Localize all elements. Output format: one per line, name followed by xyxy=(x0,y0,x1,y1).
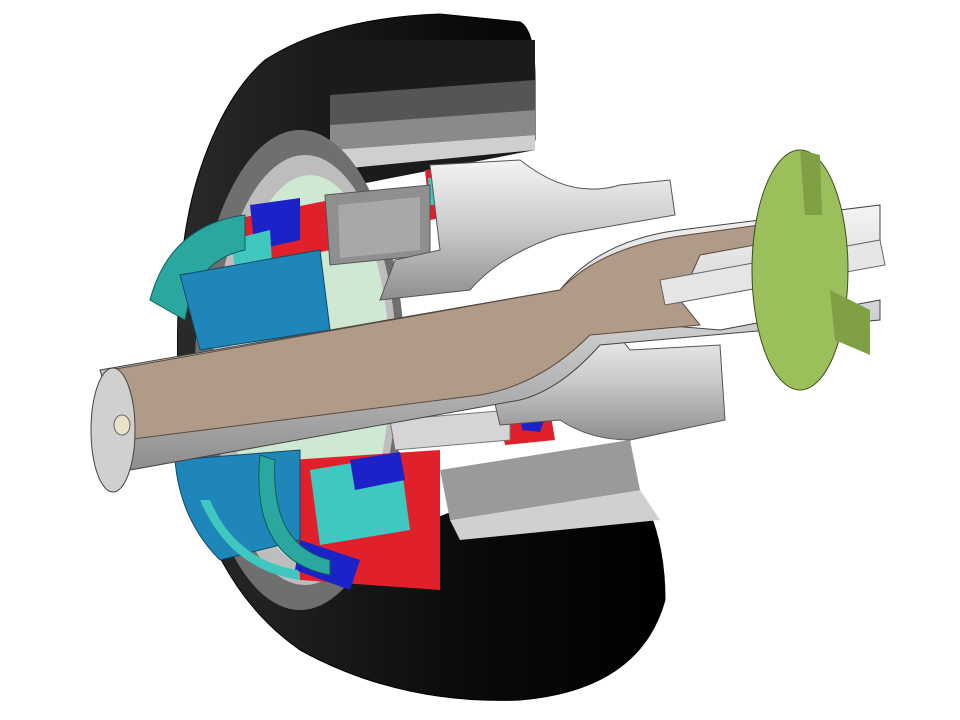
hub xyxy=(149,214,331,580)
end-flange xyxy=(751,149,870,391)
stator-block xyxy=(324,184,511,451)
